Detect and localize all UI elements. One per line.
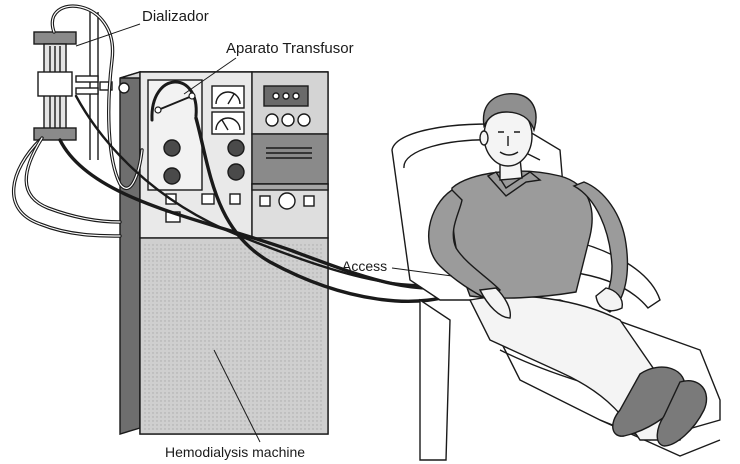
dialyzer-icon — [34, 32, 129, 140]
machine-texture — [144, 242, 324, 430]
dialyzer-label: Dializador — [142, 8, 209, 25]
transfusion-set-label: Aparato Transfusor — [226, 40, 354, 57]
access-label: Access — [342, 258, 387, 274]
machine-label: Hemodialysis machine — [165, 444, 305, 460]
